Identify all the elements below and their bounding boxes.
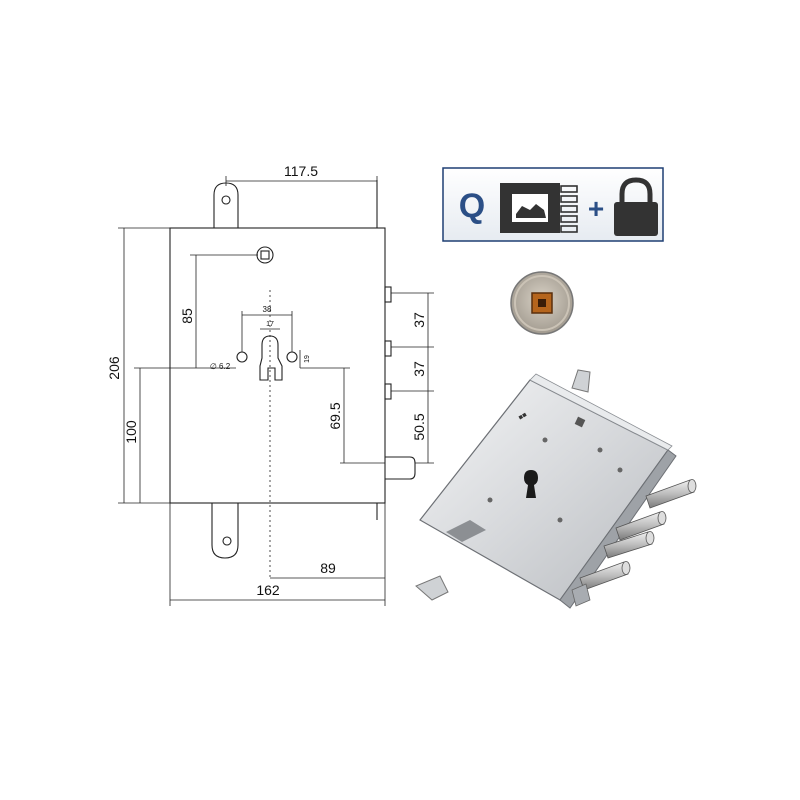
dim-bolt-spacing-2: 37 (411, 361, 427, 377)
dim-cylinder-span: 38 (263, 305, 272, 314)
fixing-hole-right (286, 351, 298, 363)
bolt-3 (384, 383, 392, 400)
key-card-icon (500, 183, 578, 233)
badge-plus: + (588, 193, 604, 224)
bolt-2 (384, 340, 392, 357)
security-badge: Q + (442, 167, 664, 242)
padlock-icon (614, 177, 658, 236)
dim-backset: 89 (320, 560, 336, 576)
follower-hole (256, 246, 274, 264)
deadbolt (385, 456, 416, 480)
bolt-1 (384, 286, 392, 303)
cylinder-cutout (259, 335, 283, 381)
photo-bolt-2 (615, 511, 667, 541)
badge-letter: Q (459, 187, 485, 225)
dim-hole-diameter: ∅ 6.2 (210, 362, 231, 371)
square-follower-icon (510, 271, 574, 335)
photo-bolt-3 (603, 531, 655, 559)
lock-body-outline (169, 227, 386, 504)
dim-small-offset: 19 (304, 355, 311, 363)
fixing-hole-left (236, 351, 248, 363)
bottom-mounting-lug (211, 503, 239, 559)
dimension-labels: 117.5 206 100 85 38 17 ∅ 6.2 19 69.5 37 … (106, 163, 427, 598)
dim-overall-width: 162 (256, 582, 280, 598)
dim-bolt-spacing-1: 37 (411, 312, 427, 328)
dim-lower-height: 100 (123, 420, 139, 444)
dim-top-width: 117.5 (284, 163, 318, 179)
dim-overall-height: 206 (106, 356, 122, 380)
top-mounting-lug (213, 182, 239, 228)
dim-cylinder-height: 85 (179, 308, 195, 324)
dim-cylinder-inner: 17 (266, 321, 274, 328)
technical-drawing (169, 180, 416, 559)
svg-text:■■: ■■ (518, 411, 529, 421)
photo-bolt-1 (645, 479, 697, 509)
dim-lower-offset-1: 69.5 (327, 402, 343, 429)
lock-body-photo: ■■ (415, 369, 697, 609)
dim-lower-offset-2: 50.5 (411, 413, 427, 440)
dimension-lines (118, 176, 434, 606)
